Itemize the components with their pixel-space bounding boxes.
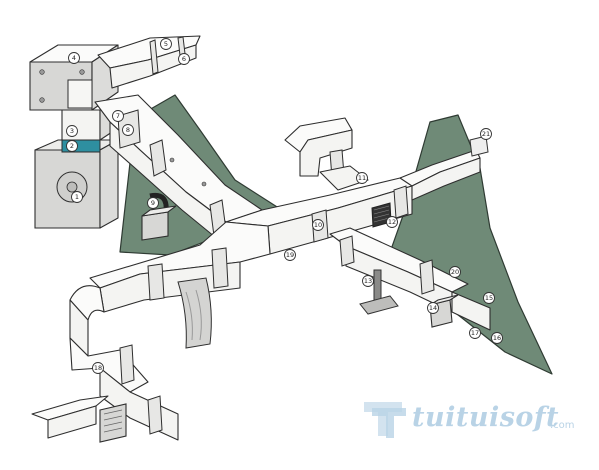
callout-16 bbox=[491, 332, 503, 344]
callout-12-label: 12 bbox=[388, 218, 396, 226]
fan-coil-unit bbox=[141, 192, 177, 241]
callout-15-label: 15 bbox=[485, 294, 493, 302]
floor-support bbox=[359, 269, 399, 315]
upper-right-branch bbox=[284, 117, 369, 191]
callout-14 bbox=[427, 302, 439, 314]
callout-17 bbox=[469, 327, 481, 339]
callout-9 bbox=[147, 197, 159, 209]
cross-trunk-right bbox=[225, 169, 433, 255]
watermark-text: tuituisoft bbox=[412, 402, 560, 433]
callout-21-label: 21 bbox=[482, 130, 490, 138]
callout-7-label: 7 bbox=[116, 112, 120, 120]
air-handling-unit bbox=[34, 139, 121, 229]
callout-19 bbox=[284, 249, 296, 261]
callout-10-label: 10 bbox=[314, 221, 322, 229]
callout-5-label: 5 bbox=[164, 40, 168, 48]
callout-19-label: 19 bbox=[286, 251, 294, 259]
callout-20 bbox=[449, 266, 461, 278]
outside-air-duct bbox=[97, 35, 201, 89]
callout-11 bbox=[356, 172, 368, 184]
callout-8 bbox=[122, 124, 134, 136]
watermark-domain: .com bbox=[550, 420, 575, 431]
lower-long-run bbox=[69, 337, 179, 441]
callout-21 bbox=[480, 128, 492, 140]
callout-18-label: 18 bbox=[94, 364, 102, 372]
callout-13 bbox=[362, 275, 374, 287]
callout-3-label: 3 bbox=[70, 127, 74, 135]
callout-11-label: 11 bbox=[358, 174, 366, 182]
lower-right-branch bbox=[329, 227, 491, 331]
callout-9-label: 9 bbox=[151, 199, 155, 207]
callouts: 1 2 3 4 5 6 7 8 9 10 11 12 13 14 15 16 1 bbox=[66, 38, 503, 374]
callout-6 bbox=[178, 53, 190, 65]
callout-14-label: 14 bbox=[429, 304, 437, 312]
callout-16-label: 16 bbox=[493, 334, 501, 342]
callout-1-label: 1 bbox=[75, 193, 79, 201]
callout-13-label: 13 bbox=[364, 277, 372, 285]
callout-18 bbox=[92, 362, 104, 374]
lower-left-trunk bbox=[89, 221, 271, 313]
callout-15 bbox=[483, 292, 495, 304]
callout-8-label: 8 bbox=[126, 126, 130, 134]
callout-7 bbox=[112, 110, 124, 122]
callout-5 bbox=[160, 38, 172, 50]
main-supply-trunk bbox=[94, 94, 263, 247]
callout-4 bbox=[68, 52, 80, 64]
right-riser-duct bbox=[399, 135, 489, 201]
callout-2 bbox=[66, 140, 78, 152]
callout-2-label: 2 bbox=[70, 142, 74, 150]
callout-17-label: 17 bbox=[471, 329, 479, 337]
callout-20-label: 20 bbox=[451, 268, 459, 276]
callout-4-label: 4 bbox=[72, 54, 76, 62]
callout-6-label: 6 bbox=[182, 55, 186, 63]
flexible-drop bbox=[177, 277, 212, 349]
watermark-logo-icon bbox=[364, 402, 406, 438]
callout-3 bbox=[66, 125, 78, 137]
callout-10 bbox=[312, 219, 324, 231]
watermark: tuituisoft .com bbox=[362, 394, 592, 444]
lower-branch-grille bbox=[31, 395, 127, 443]
callout-1 bbox=[71, 191, 83, 203]
callout-12 bbox=[386, 216, 398, 228]
